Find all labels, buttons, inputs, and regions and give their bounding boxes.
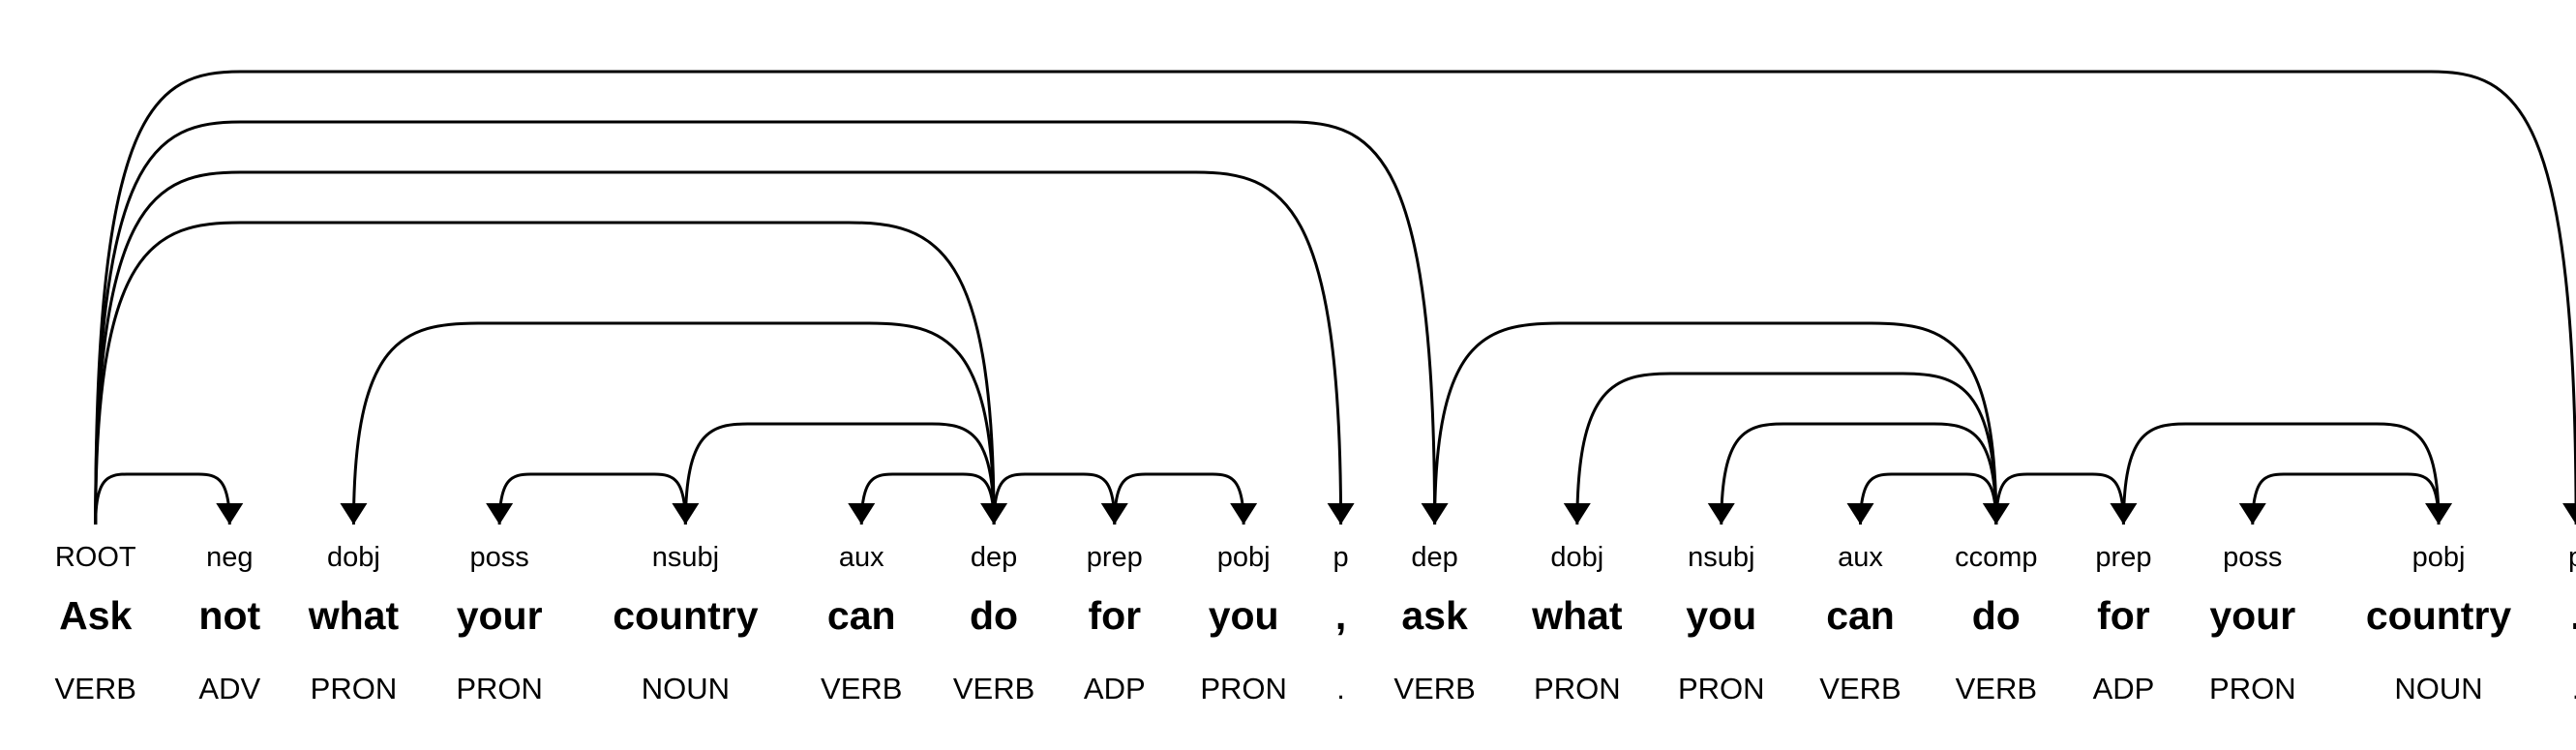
token-word[interactable]: you — [1209, 593, 1279, 638]
arrowhead-icon — [1707, 503, 1735, 525]
arrowhead-icon — [340, 503, 368, 525]
dep-relation-label: dep — [971, 542, 1017, 573]
dependency-arc — [859, 472, 996, 525]
pos-tag: VERB — [55, 672, 136, 705]
dependency-arc — [1575, 372, 1998, 525]
token-word[interactable]: , — [1335, 593, 1346, 638]
dep-relation-label: pobj — [1217, 542, 1271, 573]
pos-tag: VERB — [953, 672, 1034, 705]
token-word[interactable]: what — [1531, 593, 1623, 638]
pos-tag: . — [2572, 672, 2576, 705]
arrowhead-icon — [848, 503, 876, 525]
dependency-arc — [2121, 422, 2441, 525]
pos-tag-layer: VERB ADV PRON PRON NOUN VERB VERB ADP PRON. VERB P… — [55, 672, 2576, 705]
dep-relation-label: dobj — [1550, 542, 1603, 573]
dep-relation-label: dobj — [327, 542, 380, 573]
arrowhead-icon — [2562, 503, 2576, 525]
arrowhead-icon — [1421, 503, 1449, 525]
dep-label-layer: ROOT neg dobj poss nsubj aux dep prep pobj p dep do… — [55, 542, 2576, 573]
arrowhead-icon — [980, 503, 1008, 525]
pos-tag: ADP — [1084, 672, 1146, 705]
dep-relation-label: nsubj — [1688, 542, 1754, 573]
pos-tag: NOUN — [2394, 672, 2482, 705]
arrowhead-icon — [216, 503, 244, 525]
dependency-arc — [1720, 422, 1998, 525]
arrowhead-icon — [672, 503, 700, 525]
dep-relation-label: neg — [206, 542, 253, 573]
pos-tag: PRON — [1200, 672, 1287, 705]
pos-tag: VERB — [1819, 672, 1901, 705]
arrowhead-icon — [1327, 503, 1355, 525]
dependency-arc — [351, 321, 996, 525]
pos-tag: VERB — [1393, 672, 1475, 705]
arc-layer — [94, 70, 2576, 525]
arrowhead-icon — [2425, 503, 2453, 525]
dependency-arc — [1994, 472, 2125, 525]
dep-relation-label: p — [2568, 542, 2576, 573]
dep-relation-label: dep — [1411, 542, 1457, 573]
dep-relation-label: poss — [2223, 542, 2282, 573]
dependency-arc — [2251, 472, 2441, 525]
arrowhead-icon — [486, 503, 514, 525]
arrowhead-icon — [1230, 503, 1258, 525]
arrowhead-layer — [216, 503, 2576, 525]
token-word[interactable]: for — [2097, 593, 2150, 638]
word-layer: Ask not what your country can do for you, ask what… — [59, 593, 2576, 638]
dep-relation-label: prep — [1087, 542, 1143, 573]
dependency-arc — [992, 472, 1117, 525]
token-word[interactable]: country — [613, 593, 759, 638]
arrowhead-icon — [1846, 503, 1874, 525]
arrowhead-icon — [2110, 503, 2138, 525]
token-word[interactable]: your — [2209, 593, 2295, 638]
dependency-arc — [94, 472, 231, 525]
token-word[interactable]: . — [2570, 593, 2576, 638]
dep-relation-label: prep — [2095, 542, 2151, 573]
pos-tag: ADV — [198, 672, 260, 705]
token-word[interactable]: you — [1686, 593, 1756, 638]
token-word[interactable]: for — [1088, 593, 1141, 638]
dependency-arc — [94, 221, 996, 525]
pos-tag: PRON — [1534, 672, 1621, 705]
pos-tag: PRON — [1678, 672, 1765, 705]
token-word[interactable]: what — [308, 593, 400, 638]
dependency-arc — [1433, 321, 1998, 525]
arrowhead-icon — [2238, 503, 2266, 525]
dependency-arc — [1859, 472, 1998, 525]
pos-tag: PRON — [311, 672, 398, 705]
arrowhead-icon — [1982, 503, 2010, 525]
arrowhead-icon — [1563, 503, 1591, 525]
dependency-arc — [94, 120, 1437, 525]
token-word[interactable]: do — [970, 593, 1018, 638]
dep-relation-label: aux — [1838, 542, 1883, 573]
token-word[interactable]: can — [1826, 593, 1895, 638]
pos-tag: NOUN — [642, 672, 730, 705]
dep-relation-label: aux — [839, 542, 884, 573]
dependency-arc — [94, 170, 1343, 525]
pos-tag: PRON — [456, 672, 543, 705]
pos-tag: . — [1336, 672, 1345, 705]
dep-relation-label: nsubj — [652, 542, 719, 573]
dependency-arc — [683, 422, 996, 525]
dependency-arc — [497, 472, 687, 525]
token-word[interactable]: ask — [1401, 593, 1468, 638]
pos-tag: VERB — [1956, 672, 2037, 705]
dep-relation-label: p — [1333, 542, 1349, 573]
dep-relation-label: ccomp — [1955, 542, 2037, 573]
dep-relation-label: pobj — [2412, 542, 2466, 573]
token-word[interactable]: not — [198, 593, 260, 638]
token-word[interactable]: Ask — [59, 593, 132, 638]
token-word[interactable]: can — [827, 593, 896, 638]
dependency-arc — [94, 70, 2576, 525]
dependency-arc — [1113, 472, 1245, 525]
dep-relation-label: ROOT — [55, 542, 136, 573]
dep-relation-label: poss — [470, 542, 529, 573]
pos-tag: PRON — [2209, 672, 2296, 705]
token-word[interactable]: country — [2366, 593, 2512, 638]
arrowhead-icon — [1100, 503, 1128, 525]
token-word[interactable]: do — [1972, 593, 2021, 638]
pos-tag: VERB — [821, 672, 902, 705]
pos-tag: ADP — [2093, 672, 2155, 705]
token-word[interactable]: your — [457, 593, 543, 638]
